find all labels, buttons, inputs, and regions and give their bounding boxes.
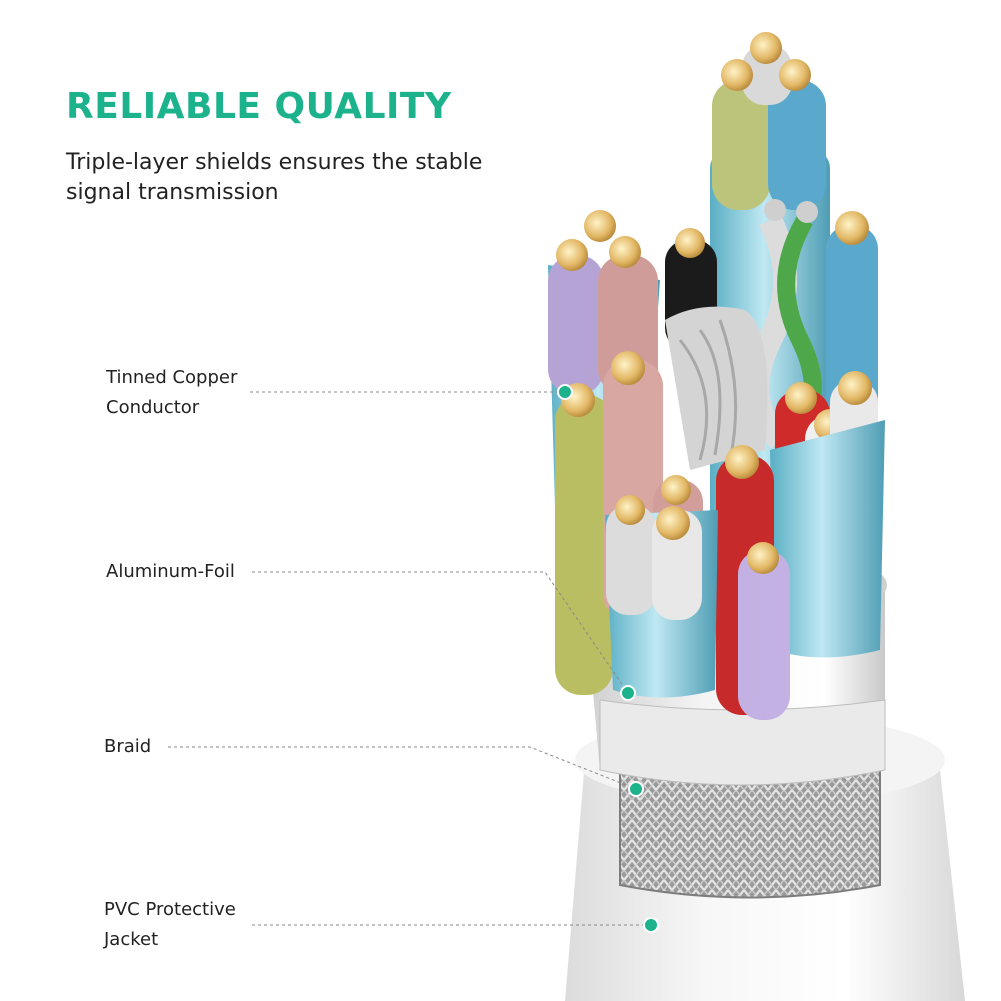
foil-marker-dot xyxy=(620,685,636,701)
braid-marker-dot xyxy=(628,781,644,797)
conductor-label: Tinned Copper Conductor xyxy=(106,367,238,418)
headline: RELIABLE QUALITY xyxy=(66,86,452,127)
callout-markers xyxy=(168,384,659,933)
aluminum-foil-label: Aluminum-Foil xyxy=(106,561,235,582)
inner-wires xyxy=(548,32,885,720)
braid-layer xyxy=(619,754,881,899)
foil-leader-line xyxy=(252,571,629,694)
subtitle: Triple-layer shields ensures the stable … xyxy=(66,150,483,205)
braid-leader-line xyxy=(168,746,637,790)
pvc-jacket-label: PVC Protective Jacket xyxy=(104,899,236,950)
conductor-marker-dot xyxy=(557,384,573,400)
braid-label: Braid xyxy=(104,736,152,757)
jacket-marker-dot xyxy=(643,917,659,933)
